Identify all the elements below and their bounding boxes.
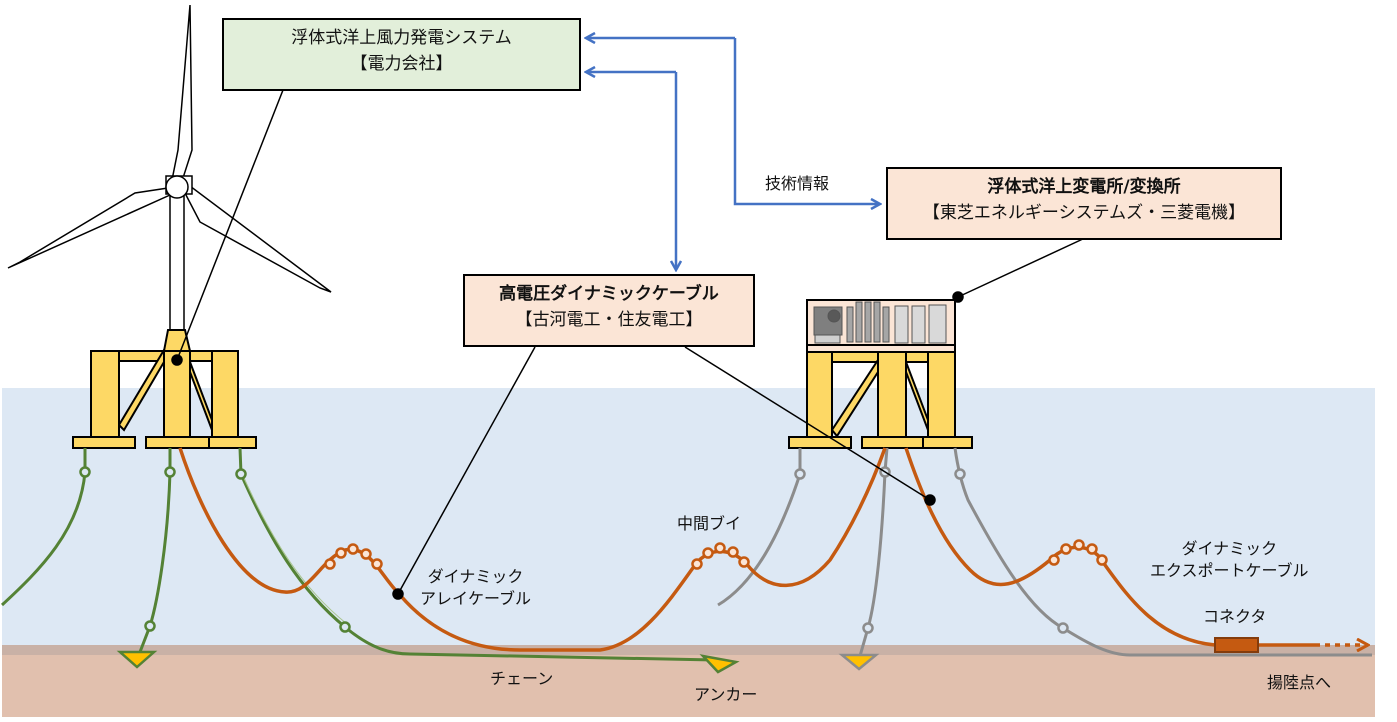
connector — [1214, 637, 1259, 653]
wind-system-box: 浮体式洋上風力発電システム 【電力会社】 — [222, 18, 581, 91]
seabed-surface — [2, 645, 1375, 655]
wind-system-title: 浮体式洋上風力発電システム — [291, 28, 512, 48]
substation-company: 【東芝エネルギーシステムズ・三菱電機】 — [922, 203, 1246, 223]
landing-label: 揚陸点へ — [1267, 673, 1332, 692]
substation-float — [788, 299, 973, 449]
cable-title: 高電圧ダイナミックケーブル — [499, 284, 719, 304]
wind-system-company: 【電力会社】 — [350, 54, 453, 74]
chain-links — [79, 466, 1069, 634]
substation-box: 浮体式洋上変電所/変換所 【東芝エネルギーシステムズ・三菱電機】 — [886, 167, 1282, 240]
info-arrows — [586, 38, 880, 270]
mid-buoy-label: 中間ブイ — [677, 514, 742, 533]
wind-turbine — [7, 4, 332, 331]
array-cable-line1: ダイナミック — [427, 567, 524, 586]
turbine-float — [72, 329, 257, 449]
export-cable-line1: ダイナミック — [1181, 539, 1278, 558]
leader-lines — [171, 89, 1086, 600]
tech-info-label: 技術情報 — [765, 174, 830, 193]
cable-company: 【古河電工・住友電工】 — [515, 310, 703, 330]
connector-label: コネクタ — [1203, 607, 1267, 626]
export-cable-label: ダイナミック エクスポートケーブル — [1150, 538, 1309, 582]
array-cable-line2: アレイケーブル — [420, 589, 532, 608]
cable-box: 高電圧ダイナミックケーブル 【古河電工・住友電工】 — [463, 274, 755, 347]
export-cable-line2: エクスポートケーブル — [1150, 561, 1309, 580]
seabed — [2, 645, 1375, 717]
array-cable-label: ダイナミック アレイケーブル — [420, 566, 531, 610]
chain-label: チェーン — [490, 669, 554, 688]
substation-moorings — [717, 447, 1372, 657]
buoys — [324, 539, 1108, 570]
anchor-icons — [116, 650, 880, 674]
substation-title: 浮体式洋上変電所/変換所 — [987, 177, 1181, 197]
anchor-label: アンカー — [694, 685, 758, 704]
